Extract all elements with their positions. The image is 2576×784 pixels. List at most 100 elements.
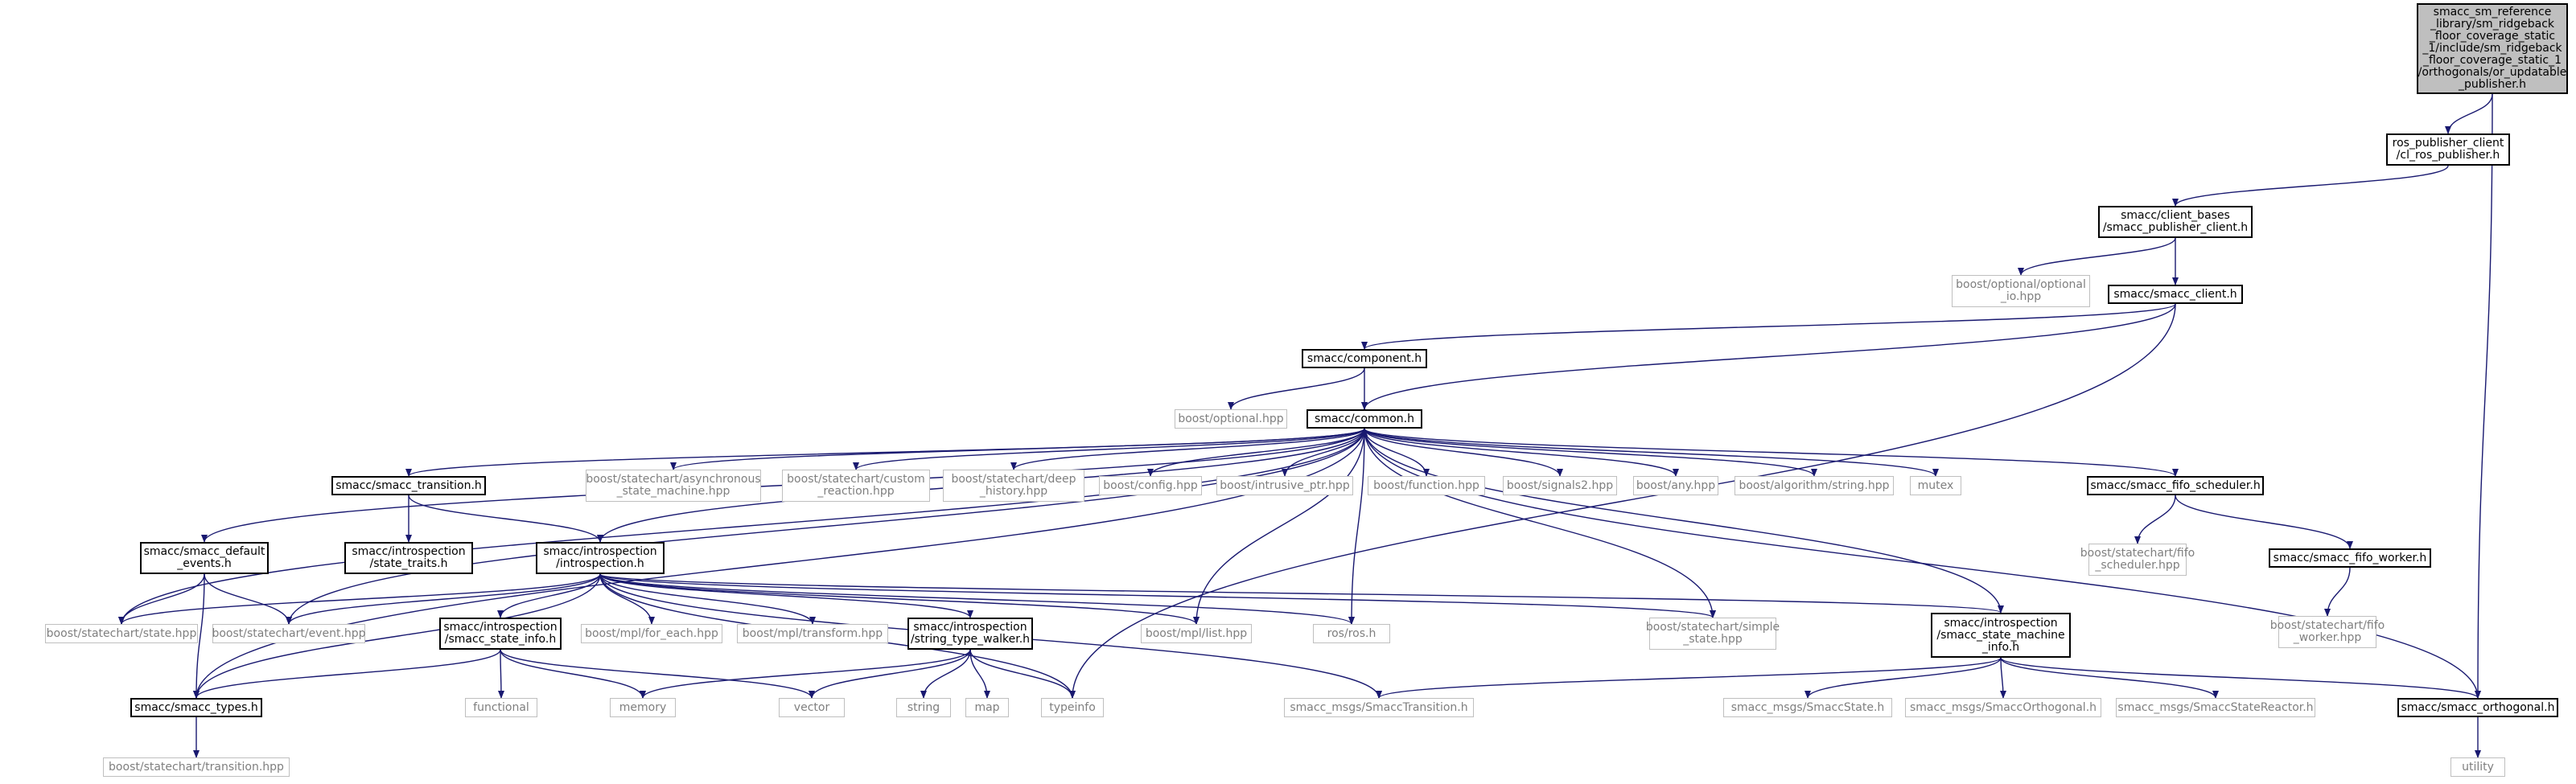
node-label: boost/optional.hpp <box>1178 412 1284 425</box>
node-label: smacc_msgs/SmaccOrthogonal.h <box>1909 700 2097 714</box>
node-boost-fifo-scheduler[interactable]: boost/statechart/fifo _scheduler.hpp <box>2080 544 2195 576</box>
node-smacc-msgs-state-reactor[interactable]: smacc_msgs/SmaccStateReactor.h <box>2116 698 2315 717</box>
edge-string_walker-to-memory <box>640 649 971 699</box>
node-label: boost/statechart/state.hpp <box>46 626 197 640</box>
edge-sm_info-to-msg_state <box>1804 657 2002 699</box>
node-label: smacc_msgs/SmaccState.h <box>1730 700 1885 714</box>
edge-component-to-optional <box>1228 367 1365 410</box>
node-boost-asynchronous-state-machine[interactable]: boost/statechart/asynchronous _state_mac… <box>586 470 761 502</box>
node-smacc-common[interactable]: smacc/common.h <box>1307 409 1422 429</box>
node-std-mutex[interactable]: mutex <box>1910 476 1961 495</box>
node-boost-config[interactable]: boost/config.hpp <box>1099 476 1202 495</box>
node-std-map[interactable]: map <box>965 698 1009 717</box>
edge-transition-to-introspection <box>408 495 603 543</box>
node-label: smacc/smacc_default _events.h <box>143 545 265 570</box>
node-boost-any[interactable]: boost/any.hpp <box>1633 476 1718 495</box>
node-label: smacc/common.h <box>1315 412 1414 425</box>
node-std-utility[interactable]: utility <box>2450 757 2505 777</box>
node-label: smacc/introspection /smacc_state_machine… <box>1936 616 2065 654</box>
node-label: boost/statechart/asynchronous _state_mac… <box>586 473 761 498</box>
node-boost-signals2[interactable]: boost/signals2.hpp <box>1503 476 1617 495</box>
node-std-vector[interactable]: vector <box>779 698 845 717</box>
node-smacc-default-events[interactable]: smacc/smacc_default _events.h <box>140 542 269 574</box>
node-label: utility <box>2462 760 2494 774</box>
edge-smacc_client-to-typeinfo <box>1069 303 2176 699</box>
node-smacc-orthogonal[interactable]: smacc/smacc_orthogonal.h <box>2397 698 2558 717</box>
node-boost-mpl-transform[interactable]: boost/mpl/transform.hpp <box>737 624 888 643</box>
node-label: map <box>974 700 1000 714</box>
node-smacc-fifo-worker[interactable]: smacc/smacc_fifo_worker.h <box>2269 548 2431 568</box>
node-smacc-msgs-transition[interactable]: smacc_msgs/SmaccTransition.h <box>1284 698 1474 717</box>
node-label: boost/any.hpp <box>1636 478 1716 492</box>
node-boost-simple-state[interactable]: boost/statechart/simple _state.hpp <box>1646 618 1780 650</box>
node-boost-statechart-event[interactable]: boost/statechart/event.hpp <box>212 624 366 643</box>
node-label: functional <box>473 700 529 714</box>
edge-introspection-to-event_hpp <box>286 573 601 625</box>
node-std-string[interactable]: string <box>896 698 951 717</box>
edge-common-to-async_sm <box>670 428 1365 470</box>
node-introspection[interactable]: smacc/introspection /introspection.h <box>536 542 665 574</box>
node-boost-statechart-state[interactable]: boost/statechart/state.hpp <box>45 624 198 643</box>
node-boost-deep-history[interactable]: boost/statechart/deep _history.hpp <box>943 470 1084 502</box>
node-smacc-transition[interactable]: smacc/smacc_transition.h <box>331 476 486 495</box>
node-label: smacc/introspection /string_type_walker.… <box>910 621 1031 646</box>
node-boost-algorithm-string[interactable]: boost/algorithm/string.hpp <box>1734 476 1894 495</box>
edge-introspection-to-state_hpp <box>118 573 601 625</box>
node-smacc-client[interactable]: smacc/smacc_client.h <box>2108 285 2243 304</box>
node-boost-function[interactable]: boost/function.hpp <box>1368 476 1485 495</box>
node-smacc-fifo-scheduler[interactable]: smacc/smacc_fifo_scheduler.h <box>2087 476 2264 495</box>
node-label: ros/ros.h <box>1327 626 1376 640</box>
node-label: smacc/smacc_fifo_scheduler.h <box>2090 478 2261 492</box>
edge-introspection-to-state_info <box>497 573 601 618</box>
node-smacc-component[interactable]: smacc/component.h <box>1302 349 1427 368</box>
edge-default_events-to-state_hpp <box>118 573 205 625</box>
node-smacc-msgs-state[interactable]: smacc_msgs/SmaccState.h <box>1723 698 1892 717</box>
node-label: ros_publisher_client /cl_ros_publisher.h <box>2392 137 2504 162</box>
node-boost-fifo-worker[interactable]: boost/statechart/fifo _worker.hpp <box>2270 616 2385 648</box>
edge-default_events-to-event_hpp <box>204 573 292 625</box>
node-smacc-msgs-orthogonal[interactable]: smacc_msgs/SmaccOrthogonal.h <box>1905 698 2101 717</box>
node-or-updatable-publisher-root[interactable]: smacc_sm_reference _library/sm_ridgeback… <box>2417 3 2568 94</box>
node-boost-statechart-transition[interactable]: boost/statechart/transition.hpp <box>103 757 290 777</box>
node-label: boost/statechart/fifo _worker.hpp <box>2269 619 2385 644</box>
edge-smacc_client-to-component <box>1361 303 2176 350</box>
edge-common-to-custom_reaction <box>853 428 1365 470</box>
edge-string_walker-to-vector <box>809 649 971 699</box>
node-label: vector <box>793 700 830 714</box>
node-cl-ros-publisher[interactable]: ros_publisher_client /cl_ros_publisher.h <box>2386 133 2510 166</box>
node-label: string <box>907 700 940 714</box>
node-boost-intrusive-ptr[interactable]: boost/intrusive_ptr.hpp <box>1216 476 1353 495</box>
node-smacc-state-machine-info[interactable]: smacc/introspection /smacc_state_machine… <box>1931 613 2071 658</box>
edge-sm_info-to-orthogonal <box>2000 657 2481 699</box>
edge-introspection-to-ros_h <box>599 573 1355 625</box>
node-state-traits[interactable]: smacc/introspection /state_traits.h <box>344 542 473 574</box>
node-label: smacc/component.h <box>1307 351 1422 365</box>
edge-sm_info-to-common <box>1361 428 2002 614</box>
node-label: smacc/smacc_transition.h <box>335 478 482 492</box>
edge-common-to-signals2 <box>1364 428 1563 477</box>
node-boost-optional-io[interactable]: boost/optional/optional _io.hpp <box>1952 275 2090 307</box>
node-smacc-types[interactable]: smacc/smacc_types.h <box>130 698 262 717</box>
edge-string_walker-to-typeinfo <box>969 649 1076 699</box>
node-boost-mpl-list[interactable]: boost/mpl/list.hpp <box>1141 624 1252 643</box>
node-std-typeinfo[interactable]: typeinfo <box>1041 698 1104 717</box>
node-std-memory[interactable]: memory <box>610 698 676 717</box>
node-label: smacc_msgs/SmaccStateReactor.h <box>2117 700 2314 714</box>
node-label: smacc/smacc_types.h <box>134 700 258 714</box>
edge-common-to-mpl_list <box>1193 428 1365 625</box>
edge-introspection-to-types <box>193 573 601 699</box>
edge-fifo_scheduler-to-sc_fifo_scheduler <box>2134 495 2176 544</box>
node-std-functional[interactable]: functional <box>465 698 537 717</box>
node-smacc-publisher-client[interactable]: smacc/client_bases /smacc_publisher_clie… <box>2098 206 2253 238</box>
node-boost-custom-reaction[interactable]: boost/statechart/custom _reaction.hpp <box>782 470 930 502</box>
node-ros-ros[interactable]: ros/ros.h <box>1313 624 1390 643</box>
edge-introspection-to-string_walker <box>599 573 973 618</box>
node-string-type-walker[interactable]: smacc/introspection /string_type_walker.… <box>907 618 1033 650</box>
node-label: boost/function.hpp <box>1373 478 1479 492</box>
node-boost-optional[interactable]: boost/optional.hpp <box>1175 409 1287 429</box>
node-boost-mpl-for-each[interactable]: boost/mpl/for_each.hpp <box>581 624 722 643</box>
edge-introspection-to-mpl_transform <box>599 573 816 625</box>
node-smacc-state-info[interactable]: smacc/introspection /smacc_state_info.h <box>439 618 562 650</box>
edge-common-to-config <box>1147 428 1365 477</box>
